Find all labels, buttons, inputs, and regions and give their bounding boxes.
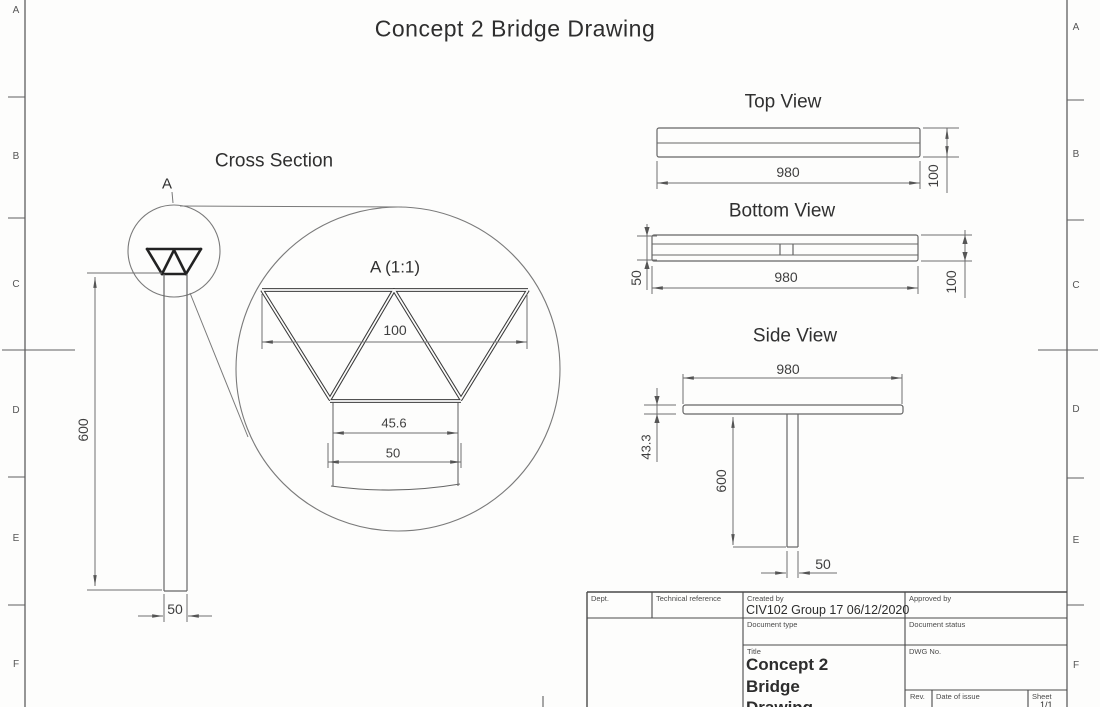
side-view-length-dim: 980 bbox=[773, 362, 803, 376]
bottom-view-width-dim: 100 bbox=[943, 270, 959, 294]
titleblock-dwg-no-label: DWG No. bbox=[909, 647, 942, 656]
titleblock-sheet-value: 1/1 bbox=[1040, 700, 1053, 707]
zone-letter-left-d: D bbox=[12, 405, 20, 416]
cross-section-height-dim: 600 bbox=[75, 418, 91, 442]
side-view-geometry bbox=[644, 374, 904, 578]
zone-letter-right-c: C bbox=[1072, 280, 1080, 291]
side-view-flange-thickness-dim: 43.3 bbox=[638, 434, 654, 460]
bottom-view-flange-dim: 50 bbox=[628, 270, 644, 286]
zone-letter-right-b: B bbox=[1072, 149, 1080, 160]
zone-letter-right-a: A bbox=[1072, 22, 1080, 33]
detail-view-geometry bbox=[235, 206, 561, 532]
zone-letter-right-f: F bbox=[1072, 660, 1080, 671]
cross-section-geometry bbox=[87, 191, 403, 622]
cross-section-title: Cross Section bbox=[214, 150, 334, 172]
detail-view-title: A (1:1) bbox=[369, 257, 421, 277]
detail-inner-width-dim: 45.6 bbox=[381, 415, 407, 431]
detail-outer-width-dim: 50 bbox=[385, 445, 401, 461]
titleblock-title-value-line3: Drawing bbox=[746, 699, 813, 707]
sheet-title: Concept 2 Bridge Drawing bbox=[374, 15, 656, 42]
cross-section-width-dim: 50 bbox=[167, 601, 183, 617]
titleblock-title-value-line1: Concept 2 bbox=[746, 655, 829, 674]
top-view-length-dim: 980 bbox=[773, 165, 803, 179]
side-view-title: Side View bbox=[752, 325, 838, 347]
titleblock-technical-reference-label: Technical reference bbox=[656, 594, 722, 603]
titleblock-document-status-label: Document status bbox=[909, 620, 966, 629]
zone-letter-left-f: F bbox=[12, 659, 20, 670]
side-view-web-dim: 50 bbox=[815, 556, 831, 572]
zone-letter-right-d: D bbox=[1072, 404, 1080, 415]
bottom-view-length-dim: 980 bbox=[771, 270, 801, 284]
top-view-geometry bbox=[656, 127, 959, 193]
titleblock-date-of-issue-label: Date of issue bbox=[936, 692, 980, 701]
titleblock-approved-by-label: Approved by bbox=[909, 594, 952, 603]
bottom-view-geometry bbox=[637, 224, 972, 298]
titleblock-created-by-value: CIV102 Group 17 06/12/2020 bbox=[746, 603, 910, 617]
titleblock-created-by-label: Created by bbox=[747, 594, 784, 603]
titleblock-title-value-line2: Bridge bbox=[746, 677, 800, 696]
titleblock-dept-label: Dept. bbox=[591, 594, 609, 603]
detail-top-width-dim: 100 bbox=[380, 323, 410, 337]
zone-letter-left-e: E bbox=[12, 533, 20, 544]
side-view-height-dim: 600 bbox=[713, 469, 729, 493]
zone-letter-left-b: B bbox=[12, 151, 20, 162]
titleblock-title-label: Title bbox=[747, 647, 761, 656]
zone-letter-left-c: C bbox=[12, 279, 20, 290]
title-block-grid bbox=[586, 591, 1067, 707]
top-view-width-dim: 100 bbox=[925, 164, 941, 188]
titleblock-document-type-label: Document type bbox=[747, 620, 798, 629]
zone-letter-right-e: E bbox=[1072, 535, 1080, 546]
titleblock-sheet-label: Sheet bbox=[1032, 692, 1052, 701]
top-view-title: Top View bbox=[744, 91, 822, 113]
detail-marker-label: A bbox=[161, 175, 173, 193]
titleblock-rev-label: Rev. bbox=[910, 692, 925, 701]
bottom-view-title: Bottom View bbox=[728, 200, 836, 222]
zone-letter-left-a: A bbox=[12, 5, 20, 16]
